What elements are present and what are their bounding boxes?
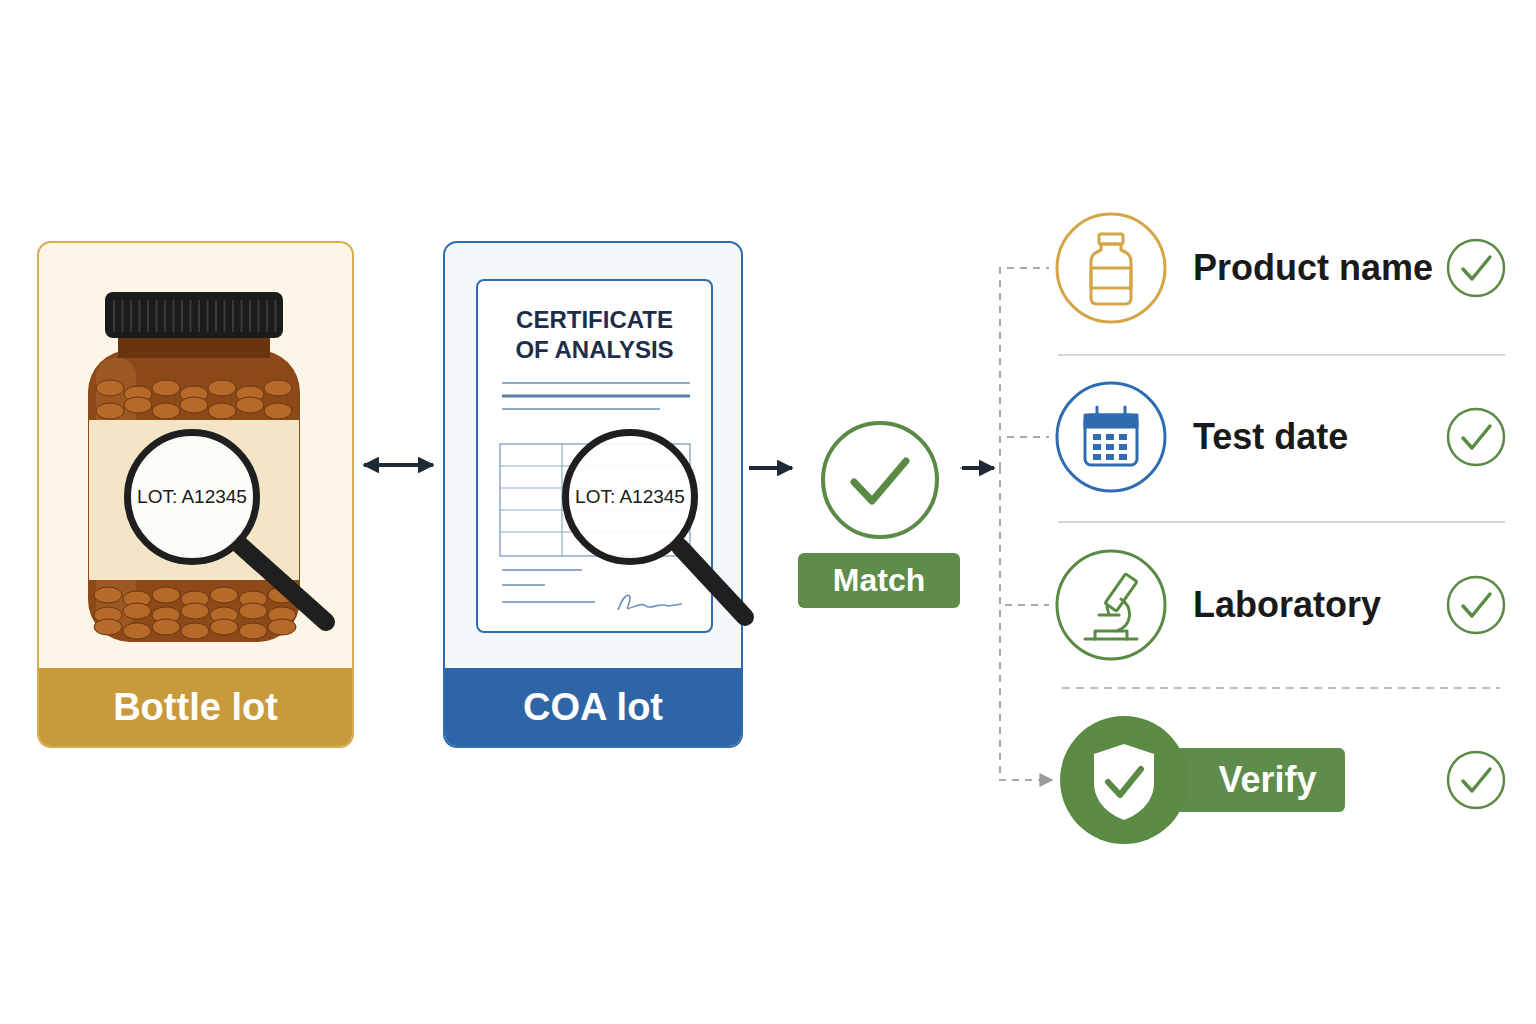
panel-node: Bottle lot LOT: A12345 xyxy=(37,241,354,748)
row-text: Laboratory xyxy=(1193,549,1381,661)
match-label: Match xyxy=(833,562,925,599)
lot-number: LOT: A12345 xyxy=(575,486,685,508)
document-line xyxy=(502,408,660,410)
check-circle xyxy=(1448,409,1504,465)
bottle-icon xyxy=(1091,234,1131,304)
row-text: Test date xyxy=(1193,381,1348,493)
row-separator xyxy=(1062,687,1500,689)
calendar-icon xyxy=(1085,407,1137,465)
match-pill: Match xyxy=(798,553,960,608)
microscope-icon xyxy=(1085,574,1137,639)
icon-circle xyxy=(1057,383,1165,491)
flow-arrow xyxy=(962,466,994,470)
magnifier-handle xyxy=(680,547,745,617)
check-mark xyxy=(1463,426,1490,448)
icon-circle xyxy=(1057,551,1165,659)
signature xyxy=(618,595,682,610)
panel-label: Bottle lot xyxy=(113,686,278,729)
verify-label: Verify xyxy=(1218,759,1316,801)
bottle-cap xyxy=(105,292,283,338)
bottle-body xyxy=(88,350,300,642)
document-line xyxy=(502,569,582,571)
check-item: Test date xyxy=(1193,416,1348,458)
verify-badge xyxy=(1060,716,1188,844)
document-title: CERTIFICATE OF ANALYSIS xyxy=(506,305,683,365)
check-mark xyxy=(854,461,906,501)
flow-arrow xyxy=(749,466,792,470)
panel-label: COA lot xyxy=(523,686,663,729)
row-separator xyxy=(1058,354,1505,356)
panel-node: COA lot CERTIFICATE OF ANALYSIS LOT: A1234… xyxy=(443,241,743,748)
dashed-connector xyxy=(960,468,1052,780)
lens-node: LOT: A12345 xyxy=(124,429,260,565)
verify-node: Verify xyxy=(1058,714,1345,846)
document-line xyxy=(502,601,595,603)
lens-node: LOT: A12345 xyxy=(562,429,698,565)
check-marks xyxy=(1448,240,1504,808)
dashed-connector xyxy=(960,268,1049,468)
magnifier-handle xyxy=(240,545,326,622)
shield-icon xyxy=(1094,744,1154,820)
document-line xyxy=(502,382,690,384)
doc-node: CERTIFICATE OF ANALYSIS LOT: A12345 xyxy=(476,279,713,633)
lot-number: LOT: A12345 xyxy=(137,486,247,508)
panel-band: Bottle lot xyxy=(39,668,352,746)
document-line xyxy=(502,395,690,398)
check-circle xyxy=(1448,240,1504,296)
row-text: Product name xyxy=(1193,212,1433,324)
match-node: Match xyxy=(798,420,960,610)
bottle-label xyxy=(89,420,299,580)
check-circle xyxy=(1448,577,1504,633)
panel-band: COA lot xyxy=(445,668,741,746)
icon-circle xyxy=(1057,214,1165,322)
dashed-connector xyxy=(960,437,1049,468)
check-mark xyxy=(1108,769,1141,795)
cap-ridges xyxy=(114,300,276,332)
document-line xyxy=(502,584,545,586)
check-item: Laboratory xyxy=(1193,584,1381,626)
row-separator xyxy=(1058,521,1505,523)
check-circle xyxy=(1448,752,1504,808)
dashed-connector xyxy=(960,468,1049,605)
flow-arrow xyxy=(364,463,433,467)
match-circle xyxy=(823,423,937,537)
check-mark xyxy=(1463,257,1490,279)
row-node: Test date xyxy=(1055,381,1455,493)
document-heading: CERTIFICATE OF ANALYSIS xyxy=(506,305,683,365)
verify-text: Verify xyxy=(1190,748,1345,812)
check-mark xyxy=(1463,769,1490,791)
row-node: Laboratory xyxy=(1055,549,1455,661)
row-node: Product name xyxy=(1055,212,1455,324)
check-item: Product name xyxy=(1193,247,1433,289)
check-mark xyxy=(1463,594,1490,616)
